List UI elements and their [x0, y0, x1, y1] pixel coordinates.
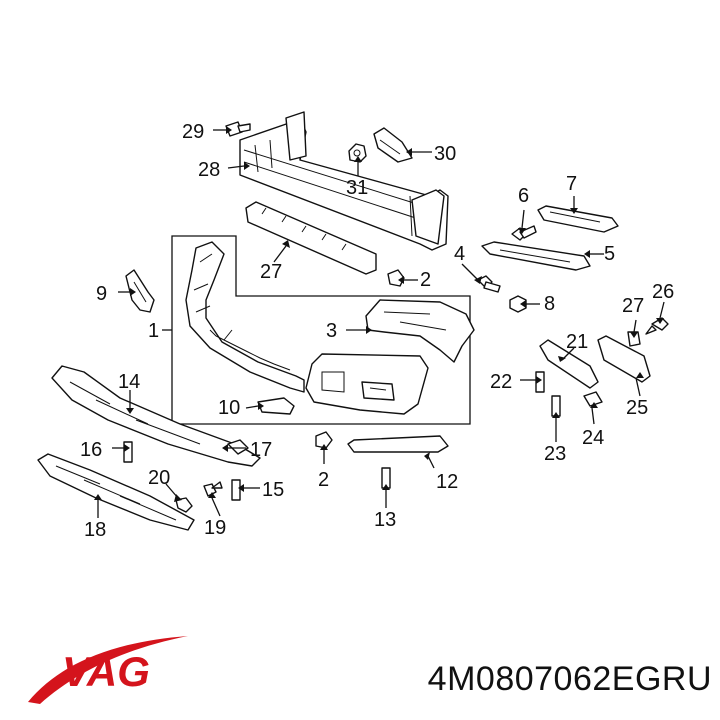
callout-2a: 2 [420, 269, 431, 291]
callout-22: 23 [544, 443, 566, 465]
energy-absorber [245, 201, 377, 275]
callout-14: 15 [262, 479, 284, 501]
lower-guide-13 [51, 365, 261, 467]
callout-20: 21 [566, 331, 588, 353]
callout-8: 6 [518, 185, 529, 207]
callout-15: 16 [80, 439, 102, 461]
brand-logo: VAG [28, 636, 188, 704]
screw-18 [203, 481, 223, 497]
bracket-30 [373, 127, 413, 163]
callout-3: 3 [326, 320, 337, 342]
callout-29: 29 [182, 121, 204, 143]
callout-27: 27 [260, 261, 282, 283]
callout-17: 18 [84, 519, 106, 541]
callout-6: 9 [96, 283, 107, 305]
trim-10 [257, 397, 295, 415]
clip-16 [227, 439, 249, 455]
logo-swoosh [28, 636, 188, 704]
clip-23 [583, 391, 603, 407]
moulding-11 [347, 435, 449, 453]
bolt-29 [225, 121, 251, 137]
bolt-19 [175, 497, 193, 513]
trim-strip-7 [481, 241, 591, 271]
callout-26: 27 [622, 295, 644, 317]
callout-13: 14 [118, 371, 140, 393]
callout-2b: 2 [318, 469, 329, 491]
leader-lines [97, 129, 665, 518]
screw-14 [231, 479, 241, 501]
bolt-4 [477, 275, 501, 293]
callout-24: 25 [626, 397, 648, 419]
screw-22 [551, 395, 561, 417]
bumper-cover [185, 241, 305, 393]
callout-4: 4 [454, 243, 465, 265]
undertray-17 [37, 453, 195, 531]
bumper-reinforcement-beam [239, 111, 449, 251]
callout-18: 19 [204, 517, 226, 539]
bracket-6 [125, 269, 155, 313]
bracket-20 [539, 339, 599, 389]
grille-section [305, 353, 429, 415]
bracket-3 [365, 299, 475, 363]
trim-strip-9 [537, 205, 619, 233]
callout-1: 1 [148, 320, 159, 342]
clip-31 [348, 143, 367, 163]
callout-19: 20 [148, 467, 170, 489]
arrowheads [94, 126, 664, 502]
callout-28: 28 [198, 159, 220, 181]
callout-25: 26 [652, 281, 674, 303]
callout-7: 5 [604, 243, 615, 265]
callout-12: 13 [374, 509, 396, 531]
screw-25 [645, 317, 669, 335]
callout-11: 12 [436, 471, 458, 493]
callout-30: 30 [434, 143, 456, 165]
logo-text: VAG [62, 648, 150, 695]
callout-10: 10 [218, 397, 240, 419]
callout-31: 31 [346, 177, 368, 199]
clip-2-lower [315, 431, 333, 449]
part-number: 4M0807062EGRU [427, 660, 712, 698]
callout-16: 17 [250, 439, 272, 461]
callout-21: 22 [490, 371, 512, 393]
callout-5: 8 [544, 293, 555, 315]
callout-9: 7 [566, 173, 577, 195]
screw-21 [535, 371, 545, 393]
screw-12 [381, 467, 391, 489]
callout-23: 24 [582, 427, 604, 449]
bracket-24 [597, 335, 651, 383]
callout-labels: 29 28 30 31 27 2 6 7 5 4 8 9 1 3 10 14 1… [80, 121, 674, 541]
